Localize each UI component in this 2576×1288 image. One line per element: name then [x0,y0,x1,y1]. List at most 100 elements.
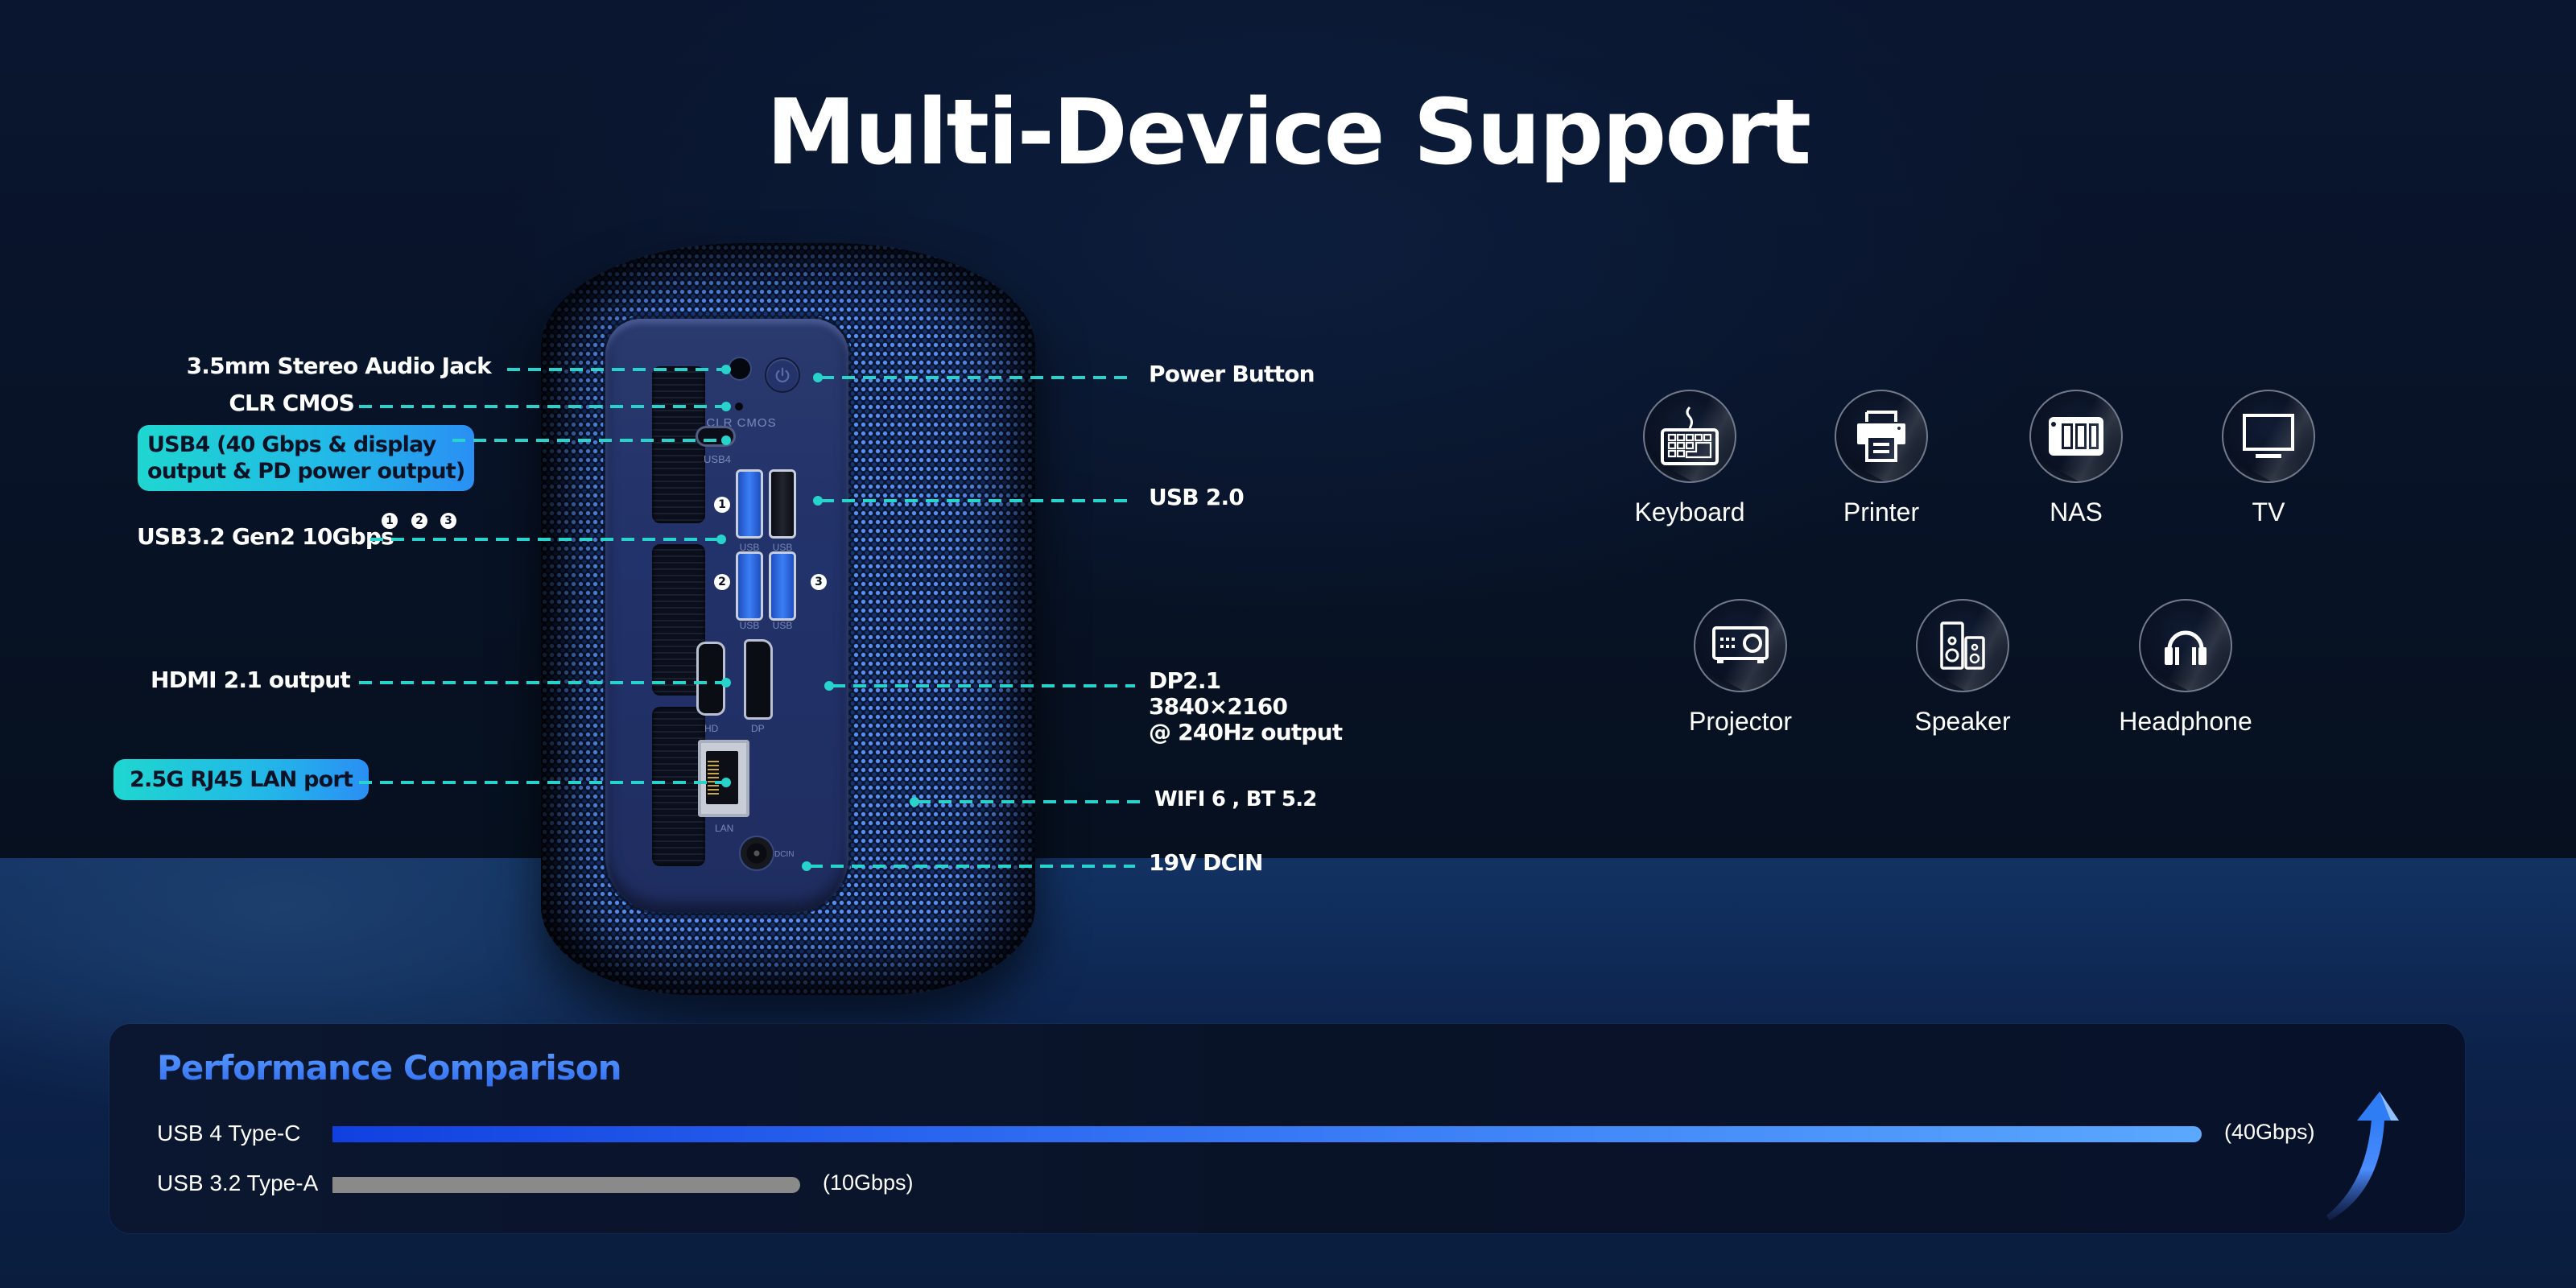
page-title: Multi-Device Support [766,80,1811,185]
dcin-panel-text: DCIN [774,850,795,859]
callout-label-usb4: USB4 (40 Gbps & display output & PD powe… [138,425,475,491]
performance-title: Performance Comparison [157,1048,622,1088]
bar-track [332,1177,800,1193]
device-label: Keyboard [1634,497,1745,526]
callout-dot [910,797,919,807]
device-speaker: Speaker [1882,599,2043,737]
bar-usb32-type-a [332,1177,800,1193]
dc-in-port [741,837,773,869]
callout-label-hdmi: HDMI 2.1 output [151,667,351,693]
callout-label-dp: DP2.1 3840×2160 @ 240Hz output [1149,667,1343,745]
keyboard-icon [1661,406,1719,465]
bar-value-usb32: (10Gbps) [823,1170,914,1195]
device-label: Printer [1843,497,1920,526]
printer-icon [1857,411,1905,462]
hdmi-port [699,644,723,713]
nas-icon [2049,417,2103,456]
callout-dot [721,436,731,445]
lan-panel-text: LAN [715,823,734,834]
callout-line [821,376,1135,379]
usb4-line-2: output & PD power output) [147,459,465,484]
callout-dot [813,496,823,506]
callout-line [810,865,1135,868]
callout-label-usb2: USB 2.0 [1149,484,1245,510]
device-tv: TV [2188,390,2349,527]
usb-panel-text: USB [772,620,793,631]
callout-line [452,439,726,442]
usb-number-badge: 3 [440,513,456,529]
usb3-port-1 [738,472,761,536]
bar-label-usb32: USB 3.2 Type-A [157,1170,319,1195]
callout-dot [716,535,726,544]
callout-dot [802,861,811,871]
power-button [765,357,800,393]
usb-number-badge: 1 [714,497,730,513]
bar-label-usb4: USB 4 Type-C [157,1121,301,1146]
headphone-icon [2165,630,2207,665]
device-label: Projector [1688,707,1793,736]
usb-number-badge: 1 [382,513,398,529]
device-label: NAS [2050,497,2103,526]
dp-line-1: DP2.1 [1149,667,1221,694]
callout-dot [721,402,731,411]
usb-number-badge: 3 [811,574,827,590]
callout-line [821,499,1135,502]
dp-panel-text: DP [751,723,765,734]
callout-label-clr-cmos: CLR CMOS [229,390,354,416]
audio-jack-port [729,358,750,379]
callout-line [832,684,1135,687]
callout-dot [813,373,823,382]
callout-label-audio-jack: 3.5mm Stereo Audio Jack [186,353,492,379]
speaker-icon [1940,621,1985,670]
device-label: Headphone [2119,707,2252,736]
callout-line [507,368,726,371]
projector-icon [1712,626,1769,663]
device-printer: Printer [1801,390,1962,527]
usb4-panel-text: USB4 [704,453,731,465]
callout-line [370,538,721,541]
callout-line [359,405,726,408]
callout-dot [824,681,834,691]
usb-number-badge: 2 [411,513,427,529]
callout-label-wifi-bt: WIFI 6 , BT 5.2 [1154,787,1317,811]
vent-grille [652,707,705,866]
usb3-port-3 [771,554,794,618]
bar-usb4-type-c [332,1126,2202,1142]
callout-line [918,800,1140,803]
vent-grille [652,544,705,696]
bar-track [332,1126,2202,1142]
trend-up-arrow-icon [2326,1092,2399,1220]
callout-dot [721,778,731,787]
callout-line [359,681,726,684]
callout-label-usb32: USB3.2 Gen2 10Gbps [137,523,394,550]
device-headphone: Headphone [2105,599,2266,737]
power-icon [775,367,790,383]
dp-line-2: 3840×2160 [1149,693,1288,720]
usb3-port-2 [738,554,761,618]
dp-line-3: @ 240Hz output [1149,719,1343,745]
callout-line [359,781,726,784]
usb2-port [771,472,794,536]
tv-icon [2243,414,2294,458]
clr-cmos-hole [735,402,743,411]
callout-label-dcin: 19V DCIN [1149,849,1263,876]
device-label: TV [2252,497,2285,526]
device-nas: NAS [1996,390,2157,527]
hd-panel-text: HD [704,723,719,734]
device-projector: Projector [1660,599,1821,737]
rj45-lan-port [698,740,749,817]
vent-grille [652,366,705,523]
usb-panel-text: USB [739,542,760,553]
device-keyboard: Keyboard [1609,390,1770,527]
usb-number-badge: 2 [714,574,730,590]
usb4-line-1: USB4 (40 Gbps & display [147,432,436,457]
usb-panel-text: USB [739,620,760,631]
bar-value-usb4: (40Gbps) [2224,1120,2315,1144]
clr-cmos-panel-text: CLR CMOS [706,416,777,430]
callout-label-lan: 2.5G RJ45 LAN port [114,759,369,800]
callout-label-power-button: Power Button [1149,361,1315,387]
displayport-port [746,642,770,717]
device-label: Speaker [1914,707,2011,736]
usb-panel-text: USB [772,542,793,553]
callout-dot [721,365,731,374]
